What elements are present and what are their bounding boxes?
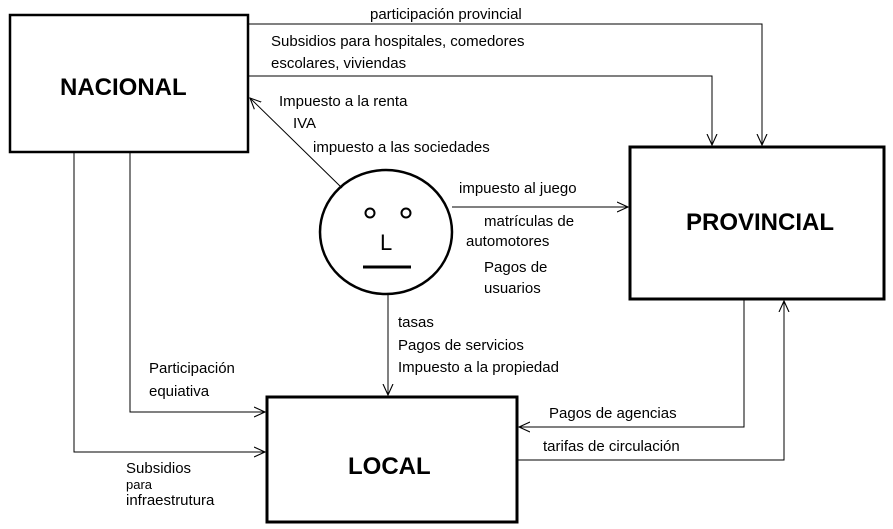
label-pagos-usuarios-line1: Pagos de xyxy=(484,259,547,276)
label-pagos-agencias: Pagos de agencias xyxy=(549,405,677,422)
nacional-box xyxy=(8,13,250,154)
local-box xyxy=(265,395,519,524)
label-matriculas-line1: matrículas de xyxy=(484,213,574,230)
arrow-participacion-local xyxy=(129,152,265,412)
label-tasas: tasas xyxy=(398,314,434,331)
label-participacion-equiativa-line1: Participación xyxy=(149,360,235,377)
label-subsidios-infra-line2: para xyxy=(126,477,153,492)
label-matriculas-line2: automotores xyxy=(466,233,549,250)
provincial-box xyxy=(628,145,886,301)
label-participacion-provincial: participación provincial xyxy=(370,6,522,23)
label-pagos-servicios: Pagos de servicios xyxy=(398,337,524,354)
arrow-pagos-agencias xyxy=(519,299,745,427)
arrow-tarifas-circulacion xyxy=(517,301,784,461)
local-label: LOCAL xyxy=(348,453,431,480)
label-subsidios-line2: escolares, viviendas xyxy=(271,55,406,72)
label-subsidios-infra-line1: Subsidios xyxy=(126,460,191,477)
label-subsidios-line1: Subsidios para hospitales, comedores xyxy=(271,33,524,50)
arrow-participacion-provincial xyxy=(248,23,762,145)
arrow-subsidios-local xyxy=(73,152,265,452)
citizen-face-icon: L xyxy=(318,168,454,296)
label-impuesto-renta: Impuesto a la renta xyxy=(279,93,408,110)
label-impuesto-propiedad: Impuesto a la propiedad xyxy=(398,359,559,376)
label-impuesto-juego: impuesto al juego xyxy=(459,180,577,197)
label-tarifas-circulacion: tarifas de circulación xyxy=(543,438,680,455)
label-impuesto-sociedades: impuesto a las sociedades xyxy=(313,139,490,156)
label-iva: IVA xyxy=(293,115,316,132)
provincial-label: PROVINCIAL xyxy=(686,209,834,236)
label-subsidios-infra-line3: infraestrutura xyxy=(126,492,215,509)
arrow-impuestos-nacional xyxy=(250,98,343,189)
label-participacion-equiativa-line2: equiativa xyxy=(149,383,210,400)
nacional-label: NACIONAL xyxy=(60,74,187,101)
label-pagos-usuarios-line2: usuarios xyxy=(484,280,541,297)
arrow-subsidios-provincial xyxy=(248,75,712,145)
face-nose: L xyxy=(380,230,392,255)
